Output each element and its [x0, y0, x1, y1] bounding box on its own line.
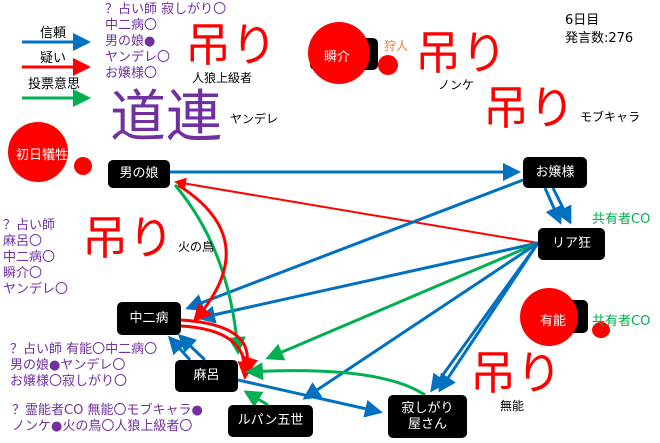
arrow-maro-chuunibyou-2 [177, 333, 207, 362]
blood-drop-icon [592, 322, 610, 338]
medium-note: ？霊能者CO 無能〇モブキャラ● ノンケ●火の鳥〇人狼上級者〇 [12, 403, 203, 435]
note-line: 中二病〇 [3, 250, 56, 265]
arrow-maro-sabishigari [237, 378, 383, 418]
node-label: 初日犠牲者 [15, 148, 81, 163]
note-line: 男の娘● [105, 34, 156, 49]
hanged-stamp: 吊り [483, 81, 575, 135]
arrow-ojousama-riakyou-2 [551, 187, 572, 225]
node-lupin[interactable]: ルパン五世 [228, 405, 313, 437]
blood-splat-icon [520, 288, 578, 346]
co-label-yuno: 共有者CO [592, 314, 651, 329]
node-chuunibyou[interactable]: 中二病 [117, 302, 181, 335]
hanged-player-label: モブキャラ [580, 110, 641, 124]
note-line: ？占い師 寂しがり〇 [105, 2, 227, 17]
hanged-stamp: 吊り [82, 211, 174, 265]
seer-note-left: ？占い師 麻呂〇 中二病〇 瞬介〇 ヤンデレ〇 [3, 218, 68, 298]
arrow-riakyou-chuunibyou [197, 241, 539, 324]
note-line: 中二病〇 [105, 18, 158, 33]
hanged-player-label: 火の鳥 [178, 240, 215, 254]
note-line: 男の娘●ヤンデレ〇 [10, 358, 126, 373]
post-count: 発言数:276 [565, 31, 634, 46]
note-line: ノンケ●火の鳥〇人狼上級者〇 [12, 419, 193, 434]
arrow-ojousama-riakyou-1 [543, 187, 563, 225]
note-line: ？占い師 有能〇中二病〇 [10, 342, 158, 357]
node-shunsuke[interactable]: 瞬介 [324, 50, 351, 65]
legend-doubt-label: 疑い [40, 51, 67, 66]
hunter-role-label: 狩人 [384, 39, 409, 53]
arrow-riakyou-maro-vote [265, 241, 539, 361]
blood-splat-icon [8, 122, 68, 182]
note-line: お嬢様〇寂しがり〇 [10, 374, 128, 389]
michizure-label: 道連 [110, 85, 222, 150]
hanged-stamp: 吊り [470, 346, 562, 400]
seer-note-top: ？占い師 寂しがり〇 中二病〇 男の娘● ヤンデレ〇 お嬢様〇 [105, 2, 226, 82]
blood-drop-icon [74, 157, 92, 175]
arrow-riakyou-otokonoko [174, 177, 539, 244]
blood-drop-icon [378, 55, 398, 75]
note-line: 瞬介〇 [3, 266, 43, 281]
arrow-otokonoko-chuunibyou-doubt [177, 183, 228, 323]
arrow-otokonoko-maro-vote [173, 184, 246, 355]
legend-vote-label: 投票意思 [28, 77, 81, 92]
node-first-victim[interactable]: 初日犠牲者 [2, 140, 95, 172]
note-line: ？霊能者CO 無能〇モブキャラ● [12, 403, 203, 418]
hanged-player-label: 無能 [500, 399, 525, 413]
note-line: ？占い師 [3, 218, 56, 233]
node-sabishigari[interactable]: 寂しがり屋さん [388, 395, 467, 438]
legend-trust-label: 信頼 [40, 26, 67, 41]
arrow-riakyou-sabishigari-2 [438, 242, 540, 393]
node-riakyou[interactable]: リア狂 [538, 228, 605, 260]
game-status: 6日目 発言数:276 [565, 12, 633, 48]
hanged-player-label: 人狼上級者 [192, 71, 253, 85]
note-line: 麻呂〇 [3, 234, 43, 249]
seer-note-bottom: ？占い師 有能〇中二病〇 男の娘●ヤンデレ〇 お嬢様〇寂しがり〇 [10, 342, 157, 390]
arrow-lupin-maro-vote [243, 390, 269, 408]
hanged-stamp: 吊り [415, 26, 507, 80]
arrow-sabishigari-maro-vote [245, 362, 426, 397]
node-maro[interactable]: 麻呂 [175, 360, 238, 392]
node-yuno[interactable]: 有能 [540, 314, 567, 329]
co-label-riakyou: 共有者CO [592, 212, 651, 227]
arrow-ojousama-chuunibyou [185, 178, 524, 312]
node-otokonoko[interactable]: 男の娘 [108, 160, 170, 188]
hanged-player-label: ヤンデレ [230, 112, 279, 126]
node-ojousama[interactable]: お嬢様 [523, 157, 587, 188]
note-line: ヤンデレ〇 [3, 282, 69, 297]
day-label: 6日目 [565, 13, 600, 28]
blood-splat-icon [308, 22, 370, 84]
hanged-stamp: 吊り [185, 18, 277, 72]
note-line: ヤンデレ〇 [105, 50, 171, 65]
note-line: お嬢様〇 [105, 66, 158, 81]
hanged-player-label: ノンケ [438, 78, 475, 92]
